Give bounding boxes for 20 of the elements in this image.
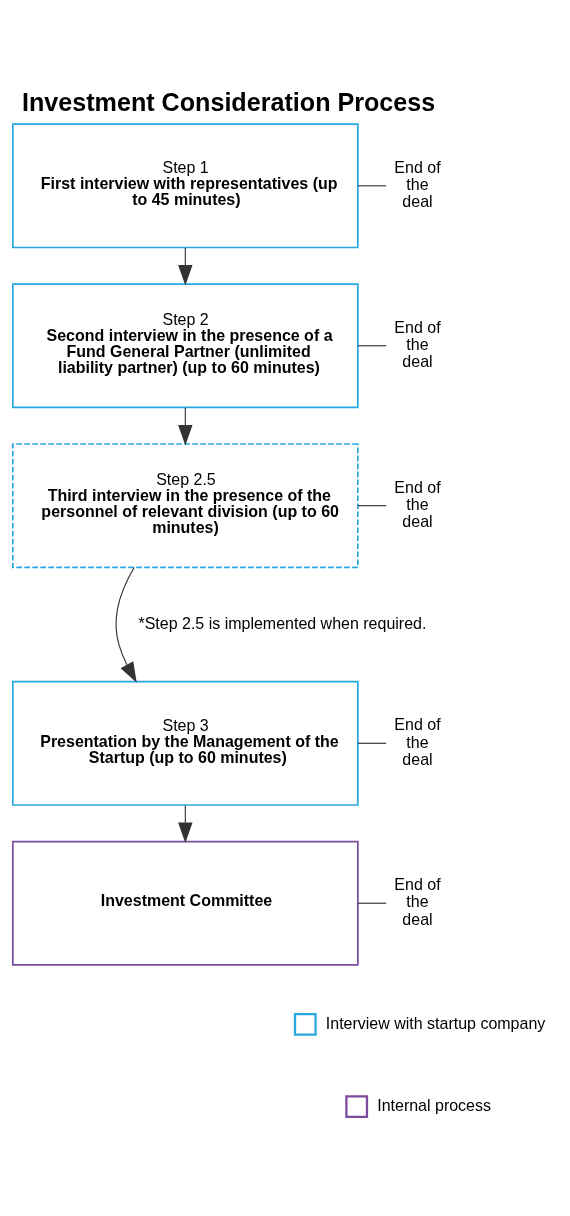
label: *Step 2.5 is implemented when required. (138, 614, 427, 632)
node-box: Step 3 Presentation by the Management of the Startup (up to 60 minutes) (11, 680, 359, 806)
node-text: End of the deal (394, 715, 441, 768)
node-text: End of the deal (394, 318, 441, 370)
node-box: Investment Committee (11, 840, 359, 966)
connector (357, 184, 387, 186)
node-box: Step 2.5 Third interview in the presence of the personnel of relevant division (up to 60 minutes) (11, 442, 359, 568)
legend-label: Internal process (377, 1096, 491, 1114)
node-text: End of the deal (394, 875, 441, 928)
node-text: End of the deal (394, 158, 441, 210)
connector (357, 504, 387, 506)
arrow (115, 566, 137, 683)
connector (357, 344, 387, 346)
connector (357, 902, 387, 904)
legend-label: Interview with startup company (325, 1014, 546, 1032)
node-box: Step 1 First interview with representatives (up to 45 minutes) (11, 122, 359, 248)
diagram-title: Investment Consideration Process (21, 87, 436, 116)
node-text: End of the deal (394, 478, 441, 530)
connector (357, 742, 387, 744)
node-box: Step 2 Second interview in the presence of a Fund General Partner (unlimited liability partner) (up to 60 minutes) (11, 282, 359, 408)
